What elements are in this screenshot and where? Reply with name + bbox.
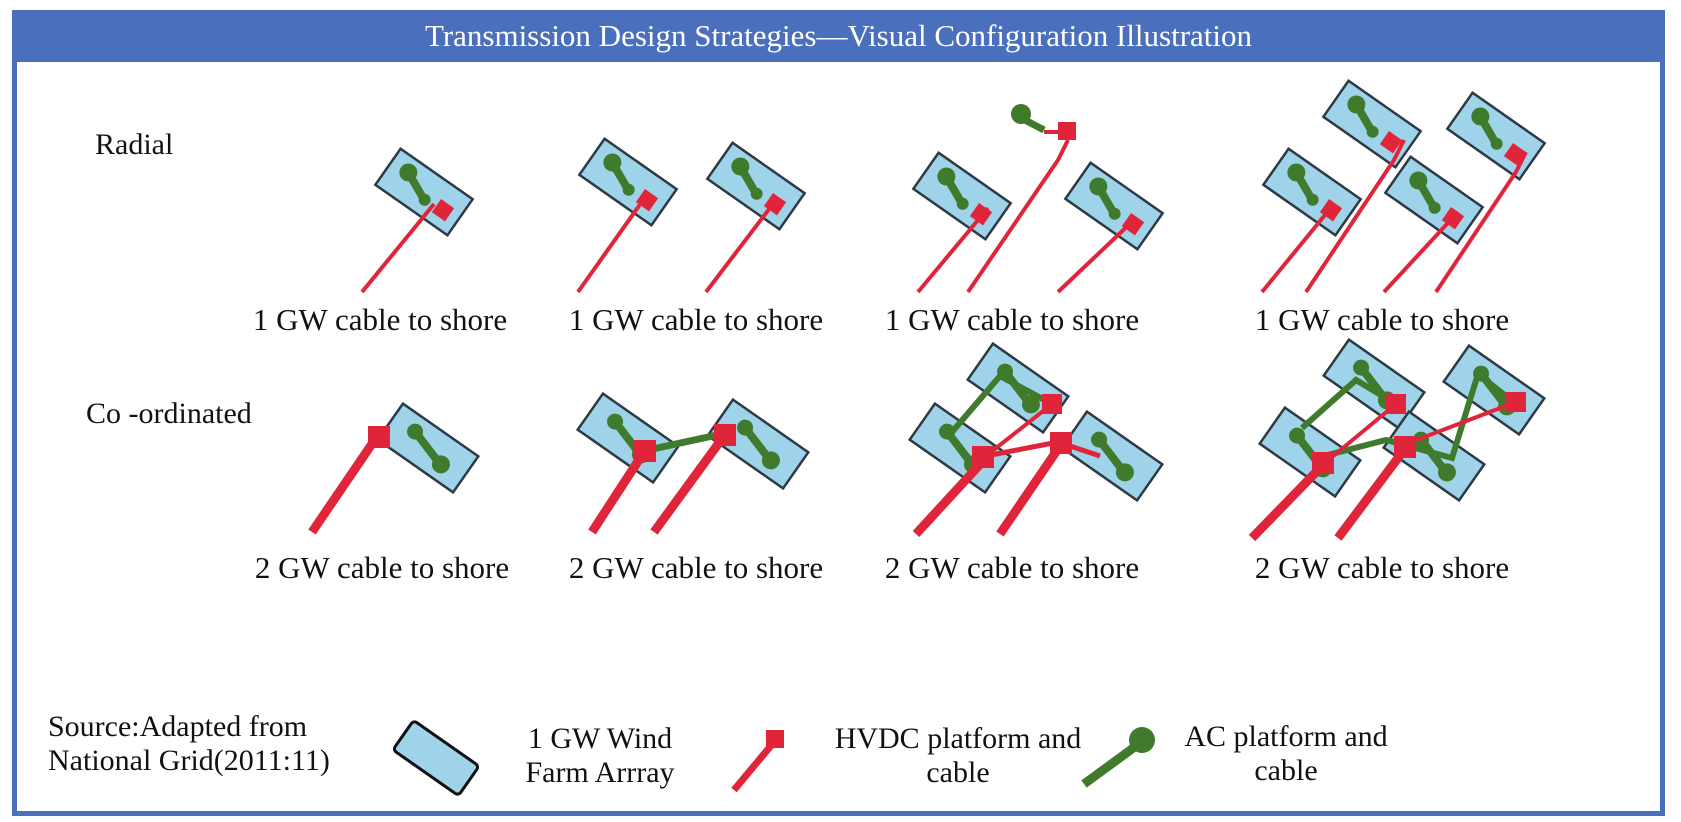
coordinated-caption-3: 2 GW cable to shore <box>884 550 1140 585</box>
coordinated-caption-1: 2 GW cable to shore <box>254 550 510 585</box>
coordinated-caption-4: 2 GW cable to shore <box>1254 550 1510 585</box>
legend-ac-line-1: AC platform and <box>1184 720 1388 753</box>
legend-ac-line-2: cable <box>1254 754 1318 787</box>
radial-config-1 <box>360 149 473 294</box>
wind-farm-icon <box>392 720 480 796</box>
radial-config-2 <box>578 139 805 294</box>
legend-wind-farm-line-2: Farm Arrray <box>525 756 675 789</box>
source-note: Source:Adapted from National Grid(2011:1… <box>48 710 330 778</box>
legend-wind-farm-line-1: 1 GW Wind <box>527 722 673 755</box>
radial-caption-3: 1 GW cable to shore <box>884 302 1140 337</box>
coordinated-config-4 <box>1248 340 1544 542</box>
coordinated-config-3 <box>910 344 1163 538</box>
radial-config-4 <box>1262 81 1545 294</box>
diagram-title: Transmission Design Strategies—Visual Co… <box>12 10 1665 62</box>
coordinated-config-2 <box>578 394 809 535</box>
ac-icon <box>1081 727 1155 788</box>
radial-caption-1: 1 GW cable to shore <box>252 302 508 337</box>
row-label-radial: Radial <box>95 128 174 161</box>
legend-hvdc: HVDC platform and cable <box>818 722 1098 790</box>
radial-caption-4: 1 GW cable to shore <box>1254 302 1510 337</box>
radial-config-3 <box>913 104 1162 294</box>
legend-ac: AC platform and cable <box>1166 720 1406 788</box>
hvdc-icon <box>731 730 784 793</box>
radial-caption-2: 1 GW cable to shore <box>568 302 824 337</box>
legend-hvdc-line-1: HVDC platform and <box>834 722 1082 755</box>
source-line-2: National Grid(2011:11) <box>48 744 330 777</box>
coordinated-config-1 <box>308 404 478 535</box>
source-line-1: Source:Adapted from <box>48 710 308 743</box>
legend-wind-farm: 1 GW Wind Farm Arrray <box>500 722 700 790</box>
row-label-coordinated: Co -ordinated <box>86 397 252 430</box>
legend-hvdc-line-2: cable <box>926 756 990 789</box>
coordinated-caption-2: 2 GW cable to shore <box>568 550 824 585</box>
